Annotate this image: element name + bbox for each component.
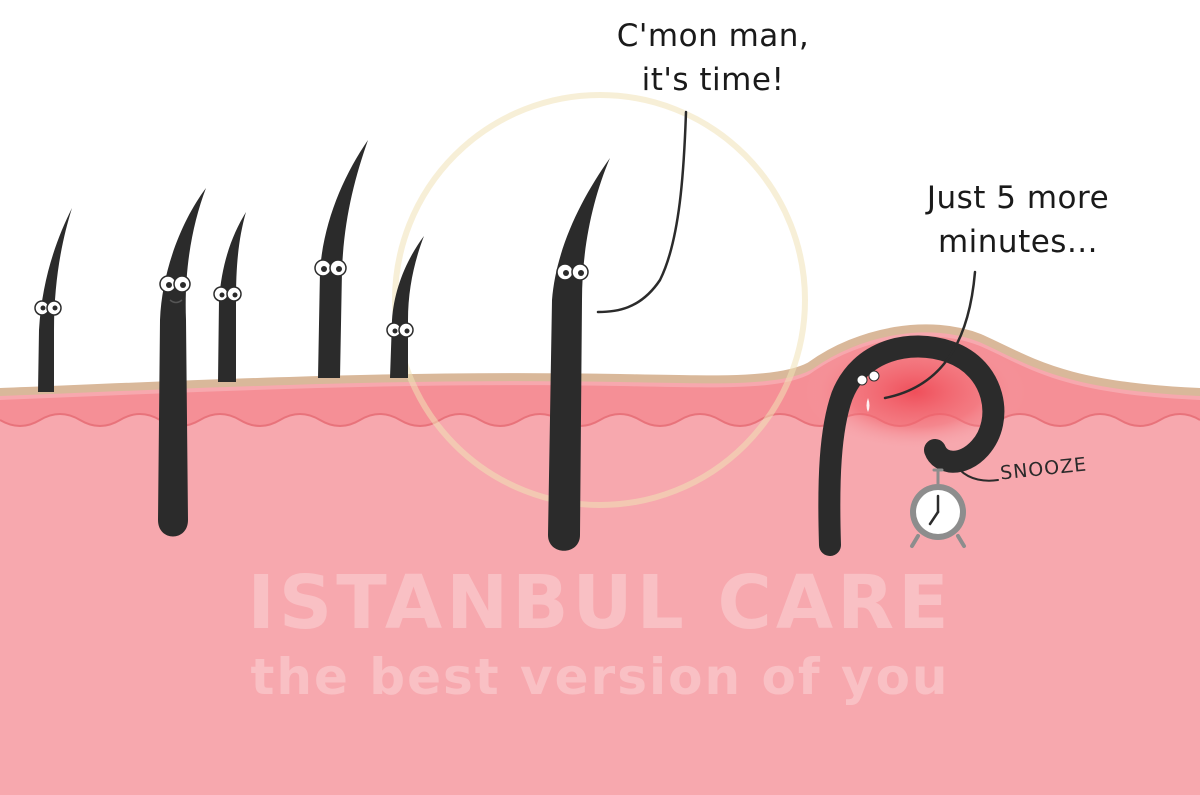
speech-bubble-right: Just 5 more minutes...: [898, 176, 1138, 264]
hair-3: [213, 212, 246, 382]
alarm-clock-icon: [910, 468, 966, 548]
snooze-pointer: [959, 469, 999, 482]
hair-2: [158, 188, 206, 537]
speech-bubble-left: C'mon man, it's time!: [598, 14, 828, 102]
speech-pointer-right: [883, 270, 977, 400]
speech-right-line-2: minutes...: [937, 224, 1099, 260]
speech-right-line-1: Just 5 more: [926, 180, 1110, 216]
speech-pointer-left: [596, 110, 688, 314]
watermark-brand: ISTANBUL CARE: [247, 560, 953, 646]
hair-1: [34, 208, 72, 392]
watermark-tagline: the best version of you: [250, 648, 950, 706]
hair-5: [386, 236, 424, 378]
speech-left-line-2: it's time!: [641, 62, 785, 98]
speech-left-line-1: C'mon man,: [616, 18, 810, 54]
ingrown-hair: [818, 335, 1005, 556]
hair-6: [548, 158, 610, 551]
epidermis-line: [0, 324, 1200, 396]
hair-4: [314, 140, 368, 378]
